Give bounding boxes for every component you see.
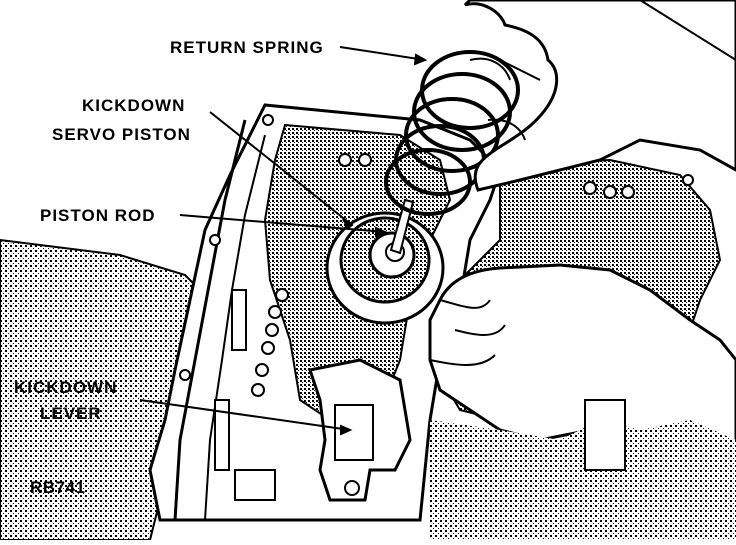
plate-edge (173, 119, 247, 521)
figure-code: RB741 (30, 478, 86, 497)
leader-lines (139, 46, 428, 436)
label-kickdown-servo-piston-line2: SERVO PISTON (52, 125, 191, 144)
label-piston-rod: PISTON ROD (40, 206, 156, 225)
label-return-spring: RETURN SPRING (170, 38, 324, 57)
plate-edge-inner (204, 134, 266, 521)
piston-rod (389, 198, 415, 255)
hand-upper (463, 0, 736, 192)
hand-upper-fingers (469, 57, 541, 141)
lever-pivot (344, 480, 360, 496)
label-kickdown-lever-line2: LEVER (40, 404, 102, 423)
hand-lower-fingers (429, 299, 506, 366)
background-shading-bottom (430, 420, 736, 540)
bracket-bottom-right (584, 399, 626, 471)
plate-slots (214, 289, 276, 501)
label-kickdown-lever-line1: KICKDOWN (14, 378, 118, 397)
hand-lower (428, 263, 736, 452)
plate-bolts (179, 114, 694, 381)
case-edge (639, 0, 736, 61)
label-kickdown-servo-piston-line1: KICKDOWN (82, 96, 186, 115)
